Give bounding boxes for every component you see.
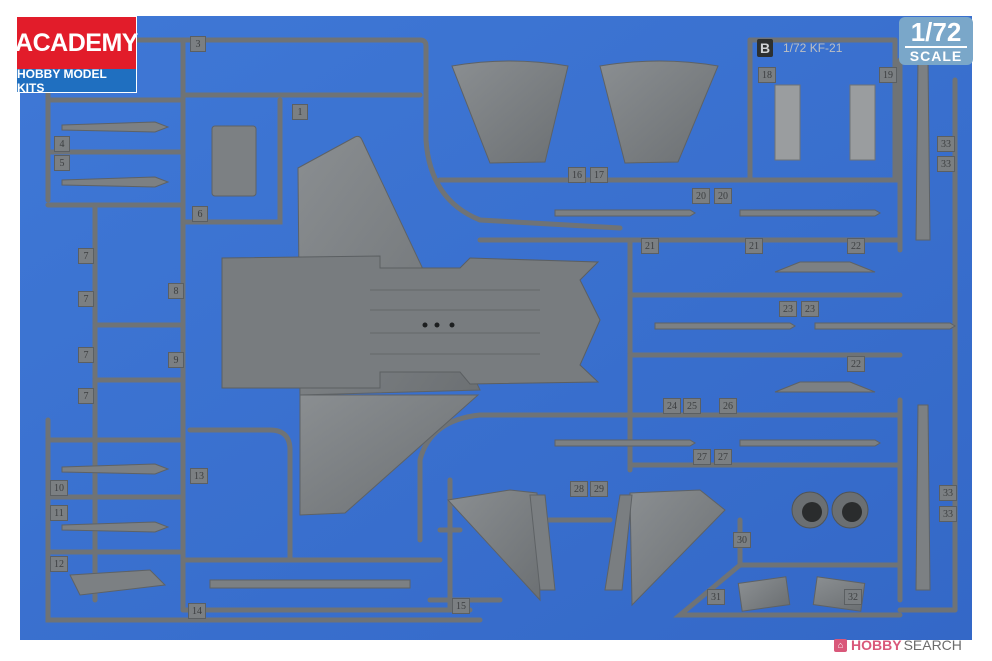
part-number-tag: 22 bbox=[847, 356, 865, 372]
part-number-tag: 24 bbox=[663, 398, 681, 414]
part-number-tag: 1 bbox=[292, 104, 308, 120]
watermark-search: SEARCH bbox=[903, 637, 962, 653]
part-number-tag: 22 bbox=[847, 238, 865, 254]
part-number-tag: 20 bbox=[692, 188, 710, 204]
academy-logo: ACADEMY HOBBY MODEL KITS bbox=[15, 16, 138, 95]
part-number-tag: 30 bbox=[733, 532, 751, 548]
part-number-tag: 14 bbox=[188, 603, 206, 619]
sprue-identifier: B 1/72 KF-21 bbox=[757, 37, 897, 59]
part-number-tag: 6 bbox=[192, 206, 208, 222]
part-number-tag: 8 bbox=[168, 283, 184, 299]
part-number-tag: 7 bbox=[78, 248, 94, 264]
sprue-letter: B bbox=[757, 39, 773, 57]
part-number-tag: 17 bbox=[590, 167, 608, 183]
part-number-tag: 7 bbox=[78, 347, 94, 363]
scale-divider bbox=[905, 46, 967, 48]
scale-value: 1/72 bbox=[910, 17, 962, 47]
part-number-tag: 23 bbox=[801, 301, 819, 317]
part-number-tag: 16 bbox=[568, 167, 586, 183]
hobbysearch-watermark: ⌂ HOBBY SEARCH bbox=[834, 636, 962, 654]
watermark-hobby: HOBBY bbox=[851, 637, 902, 653]
sprue-illustration bbox=[20, 16, 972, 640]
scale-badge: 1/72 SCALE bbox=[899, 17, 973, 65]
part-number-tag: 21 bbox=[745, 238, 763, 254]
part-number-tag: 10 bbox=[50, 480, 68, 496]
part-number-tag: 27 bbox=[714, 449, 732, 465]
scale-label: SCALE bbox=[909, 48, 963, 64]
part-number-tag: 33 bbox=[937, 156, 955, 172]
part-number-tag: 5 bbox=[54, 155, 70, 171]
sprue-kit-text: 1/72 KF-21 bbox=[783, 41, 843, 55]
logo-tagline: HOBBY MODEL KITS bbox=[17, 67, 136, 95]
part-number-tag: 28 bbox=[570, 481, 588, 497]
part-number-tag: 7 bbox=[78, 388, 94, 404]
part-number-tag: 27 bbox=[693, 449, 711, 465]
part-number-tag: 15 bbox=[452, 598, 470, 614]
part-number-tag: 23 bbox=[779, 301, 797, 317]
part-number-tag: 7 bbox=[78, 291, 94, 307]
part-number-tag: 13 bbox=[190, 468, 208, 484]
part-number-tag: 20 bbox=[714, 188, 732, 204]
part-number-tag: 12 bbox=[50, 556, 68, 572]
part-number-tag: 29 bbox=[590, 481, 608, 497]
logo-brand: ACADEMY bbox=[15, 17, 138, 69]
part-number-tag: 18 bbox=[758, 67, 776, 83]
part-number-tag: 3 bbox=[190, 36, 206, 52]
part-number-tag: 32 bbox=[844, 589, 862, 605]
part-number-tag: 11 bbox=[50, 505, 68, 521]
part-number-tag: 4 bbox=[54, 136, 70, 152]
part-number-tag: 33 bbox=[939, 485, 957, 501]
hobbysearch-logo-icon: ⌂ bbox=[834, 638, 847, 652]
part-number-tag: 9 bbox=[168, 352, 184, 368]
part-number-tag: 33 bbox=[937, 136, 955, 152]
part-number-tag: 21 bbox=[641, 238, 659, 254]
part-number-tag: 25 bbox=[683, 398, 701, 414]
part-number-tag: 19 bbox=[879, 67, 897, 83]
part-number-tag: 31 bbox=[707, 589, 725, 605]
part-number-tag: 26 bbox=[719, 398, 737, 414]
part-number-tag: 33 bbox=[939, 506, 957, 522]
